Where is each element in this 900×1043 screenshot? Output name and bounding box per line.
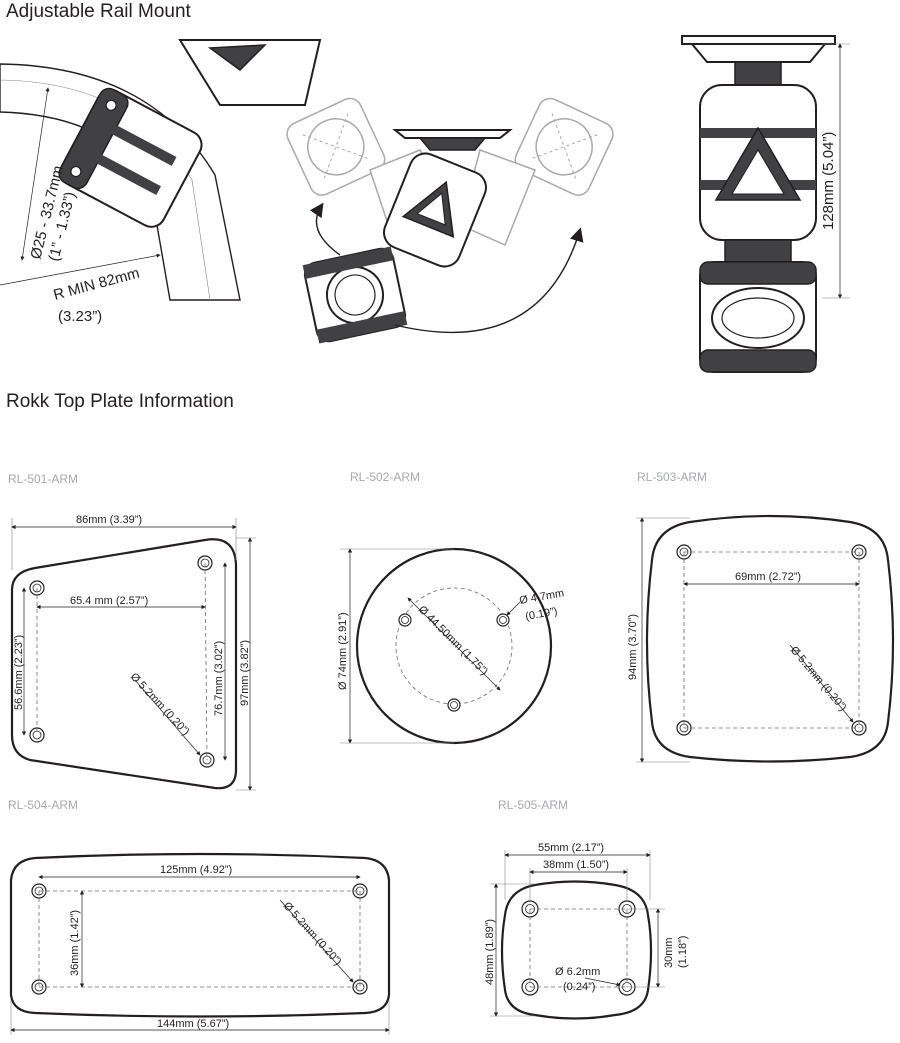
rl501-left-height-label: 56.6mm (2.23”)	[13, 635, 25, 710]
top-plate-title: Rokk Top Plate Information	[6, 391, 234, 412]
rl501-model-label: RL-501-ARM	[8, 472, 78, 486]
rl503-height-label: 94mm (3.70”)	[627, 614, 639, 680]
rail-mount-height-label: 128mm (5.04”)	[820, 132, 837, 230]
rl504-width-label: 144mm (5.67”)	[157, 1018, 229, 1030]
rl502-hole-dia-inch-label: (0.19”)	[524, 606, 558, 623]
rl501-hole-spacing-v-label: 76.7mm (3.02”)	[213, 641, 225, 716]
rl505-plate-drawing	[490, 850, 665, 1020]
rl502-model-label: RL-502-ARM	[350, 470, 420, 484]
rl501-plate-drawing	[10, 518, 256, 791]
rail-mount-front-view	[681, 35, 850, 373]
rl504-hole-spacing-v-label: 36mm (1.42”)	[69, 910, 81, 976]
rl503-hole-spacing-label: 69mm (2.72”)	[735, 571, 801, 583]
rl505-height-label: 48mm (1.89”)	[484, 919, 496, 985]
radius-min-inch-label: (3.23”)	[58, 308, 102, 325]
rl505-width-label: 55mm (2.17”)	[538, 842, 604, 854]
rl505-hole-dia-label: Ø 6.2mm	[555, 966, 600, 978]
rl505-hole-spacing-v-inch-label: (1.18”)	[677, 936, 689, 968]
rl503-model-label: RL-503-ARM	[637, 470, 707, 484]
rl502-plate-drawing	[340, 547, 553, 745]
rail-mount-rotation-view	[286, 97, 614, 344]
rl503-plate-drawing	[636, 514, 895, 763]
rl505-hole-dia-inch-label: (0.24”)	[563, 981, 595, 993]
rl504-hole-spacing-h-label: 125mm (4.92”)	[160, 864, 232, 876]
rl504-plate-drawing	[9, 852, 391, 1035]
rail-mount-title: Adjustable Rail Mount	[6, 1, 192, 22]
rl505-hole-spacing-v-label: 30mm	[663, 937, 675, 968]
rl502-diameter-label: Ø 74mm (2.91”)	[337, 612, 349, 690]
rl505-model-label: RL-505-ARM	[498, 798, 568, 812]
rl501-hole-spacing-h-label: 65.4 mm (2.57”)	[70, 595, 148, 607]
rl501-height-label: 97mm (3.82”)	[239, 640, 251, 706]
rail-mount-side-view	[0, 39, 322, 301]
rl505-hole-spacing-h-label: 38mm (1.50”)	[543, 859, 609, 871]
rl504-model-label: RL-504-ARM	[8, 798, 78, 812]
rl501-width-label: 86mm (3.39”)	[76, 514, 142, 526]
radius-min-label: R MIN 82mm	[52, 265, 142, 304]
